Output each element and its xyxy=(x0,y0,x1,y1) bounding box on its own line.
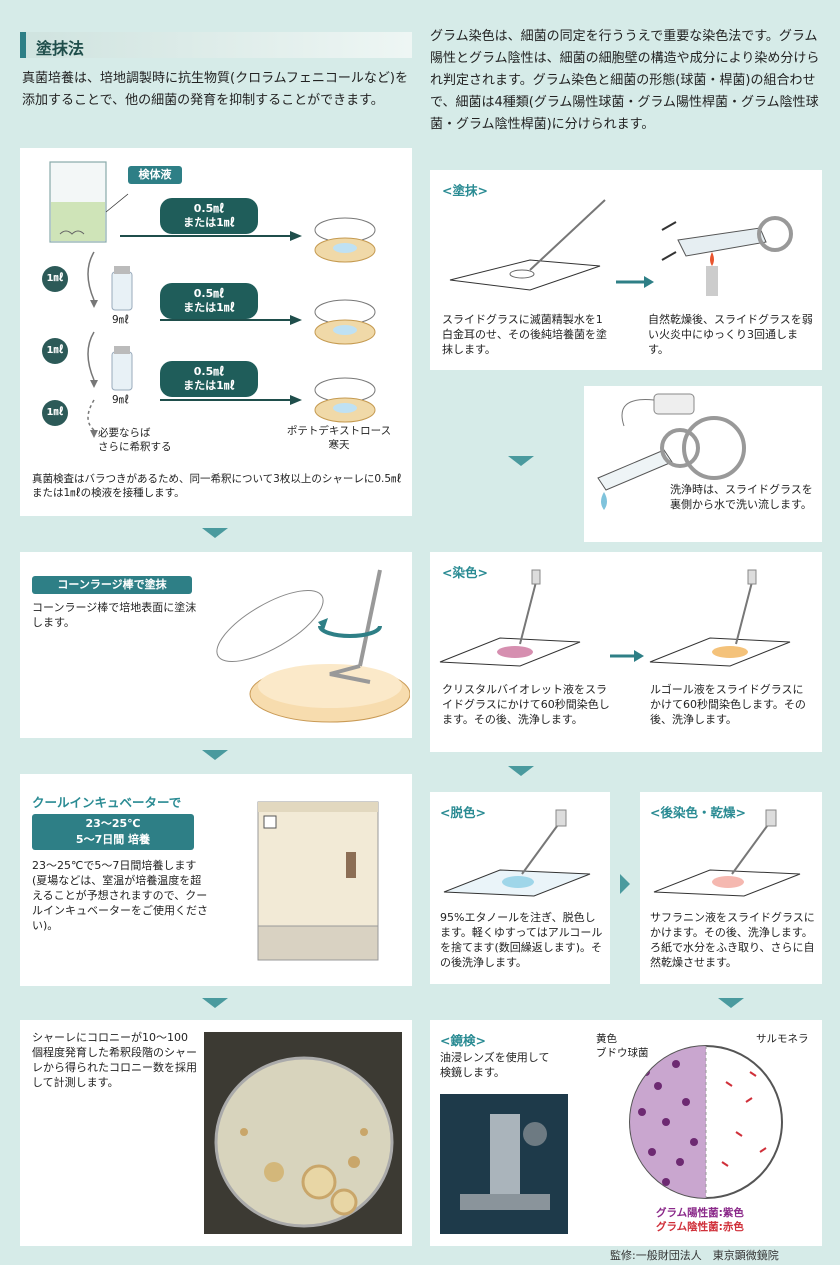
incubator-card: クールインキュベーターで 23〜25℃ 5〜7日間 培養 23〜25℃で5〜7日… xyxy=(20,774,412,986)
count-card: シャーレにコロニーが10〜100個程度発育した希釈段階のシャーレから得られたコロ… xyxy=(20,1020,412,1246)
wash-desc: 洗浄時は、スライドグラスを裏側から水で洗い流します。 xyxy=(670,483,813,511)
medium-label: ポテトデキストロース 寒天 xyxy=(286,425,392,451)
section-title-bar: 塗抹法 xyxy=(20,32,412,58)
incubator-condition-box: 23〜25℃ 5〜7日間 培養 xyxy=(32,814,194,850)
counterstain-heading: <後染色・乾燥> xyxy=(650,805,746,820)
stain-left-desc: クリスタルバイオレット液をスライドグラスにかけて60秒間染色します。その後、洗浄… xyxy=(442,683,610,726)
nine-ml-label-2: 9㎖ xyxy=(112,394,130,406)
wash-illustration xyxy=(597,393,746,510)
dilution-card: 検体液 0.5㎖ または1㎖ 0.5㎖ または1㎖ 0.5㎖ または1㎖ 1㎖ … xyxy=(20,148,412,516)
dose-pill-2: 0.5㎖ または1㎖ xyxy=(160,283,258,319)
microscopy-heading: <鏡検> xyxy=(440,1033,486,1048)
dose-pill-3: 0.5㎖ または1㎖ xyxy=(160,361,258,397)
incubator-title: クールインキュベーターで xyxy=(32,795,182,810)
count-desc: シャーレにコロニーが10〜100個程度発育した希釈段階のシャーレから得られたコロ… xyxy=(32,1031,197,1089)
page-title: 塗抹法 xyxy=(36,39,85,58)
counterstain-desc: サフラニン液をスライドグラスにかけます。その後、洗浄します。ろ紙で水分をふき取り… xyxy=(650,911,815,969)
decolor-illustration xyxy=(443,809,591,897)
counterstain-illustration xyxy=(653,809,801,897)
dilute-more-note: 必要ならば さらに希釈する xyxy=(98,427,172,453)
stain-heading: <染色> xyxy=(442,565,488,580)
stain-illustration xyxy=(439,569,791,667)
smear-left-desc: スライドグラスに滅菌精製水を1白金耳のせ、その後純培養菌を塗抹します。 xyxy=(442,313,607,356)
colony-photo xyxy=(204,1032,402,1234)
conrage-title: コーンラージ棒で塗抹 xyxy=(32,576,192,594)
label-salmonella: サルモネラ xyxy=(756,1033,809,1045)
incubator-desc: 23〜25℃で5〜7日間培養します(夏場などは、室温が培養温度を超えることが予想… xyxy=(32,859,208,932)
legend-gram-negative: グラム陰性菌:赤色 xyxy=(656,1221,744,1233)
legend-gram-positive: グラム陽性菌:紫色 xyxy=(656,1207,744,1219)
smear-card: <塗抹> スライドグラスに滅菌精製水を1白金耳のせ、その後純培養菌を塗抹します。… xyxy=(430,170,822,370)
one-ml-badge-2: 1㎖ xyxy=(42,338,68,364)
down-arrow-right-2 xyxy=(508,766,534,776)
sample-label: 検体液 xyxy=(128,166,182,184)
down-arrow-left-1 xyxy=(202,528,228,538)
one-ml-badge-3: 1㎖ xyxy=(42,400,68,426)
label-staph: 黄色 ブドウ球菌 xyxy=(596,1033,649,1059)
smear-illustration xyxy=(449,199,793,296)
smear-right-desc: 自然乾燥後、スライドグラスを弱い火炎中にゆっくり3回通します。 xyxy=(648,313,813,356)
one-ml-badge-1: 1㎖ xyxy=(42,266,68,292)
down-arrow-left-3 xyxy=(202,998,228,1008)
counterstain-card: <後染色・乾燥> サフラニン液をスライドグラスにかけます。その後、洗浄します。ろ… xyxy=(640,792,822,984)
intro-text: 真菌培養は、培地調製時に抗生物質(クロラムフェニコールなど)を添加することで、他… xyxy=(22,71,408,108)
stain-card: <染色> クリスタルバイオレット液をスライドグラスにかけて60秒間染色します。そ… xyxy=(430,552,822,752)
conrage-card: コーンラージ棒で塗抹 コーンラージ棒で培地表面に塗沫します。 xyxy=(20,552,412,738)
wash-card: 洗浄時は、スライドグラスを裏側から水で洗い流します。 xyxy=(584,386,822,542)
conrage-desc: コーンラージ棒で培地表面に塗沫します。 xyxy=(32,601,197,629)
down-arrow-left-2 xyxy=(202,750,228,760)
dose-pill-1: 0.5㎖ または1㎖ xyxy=(160,198,258,234)
decolor-desc: 95%エタノールを注ぎ、脱色します。軽くゆすってはアルコールを捨てます(数回繰返… xyxy=(440,911,603,969)
down-arrow-right-3 xyxy=(718,998,744,1008)
decolor-card: <脱色> 95%エタノールを注ぎ、脱色します。軽くゆすってはアルコールを捨てます… xyxy=(430,792,610,984)
dilution-illustration xyxy=(49,161,376,438)
footer-supervisor: 監修:一般財団法人 東京顕微鏡院 xyxy=(610,1249,779,1262)
microscopy-view xyxy=(629,1045,783,1199)
nine-ml-label-1: 9㎖ xyxy=(112,314,130,326)
arrow-right-decolor xyxy=(620,874,630,894)
microscope-photo xyxy=(440,1094,568,1234)
conrage-illustration xyxy=(216,569,410,723)
gram-intro-text: グラム染色は、細菌の同定を行ううえで重要な染色法です。グラム陽性とグラム陰性は、… xyxy=(430,29,820,132)
smear-heading: <塗抹> xyxy=(442,183,488,198)
stain-right-desc: ルゴール液をスライドグラスにかけて60秒間染色します。その後、洗浄します。 xyxy=(650,683,806,726)
decolor-heading: <脱色> xyxy=(440,805,486,820)
dilution-caption: 真菌検査はバラつきがあるため、同一希釈について3枚以上のシャーレに0.5㎖または… xyxy=(32,473,402,499)
microscopy-desc: 油浸レンズを使用して 検鏡します。 xyxy=(440,1051,550,1079)
microscopy-card: <鏡検> 油浸レンズを使用して 検鏡します。 黄色 ブドウ球菌 サルモネラ xyxy=(430,1020,822,1246)
incubator-illustration xyxy=(257,801,379,961)
down-arrow-right-1 xyxy=(508,456,534,466)
